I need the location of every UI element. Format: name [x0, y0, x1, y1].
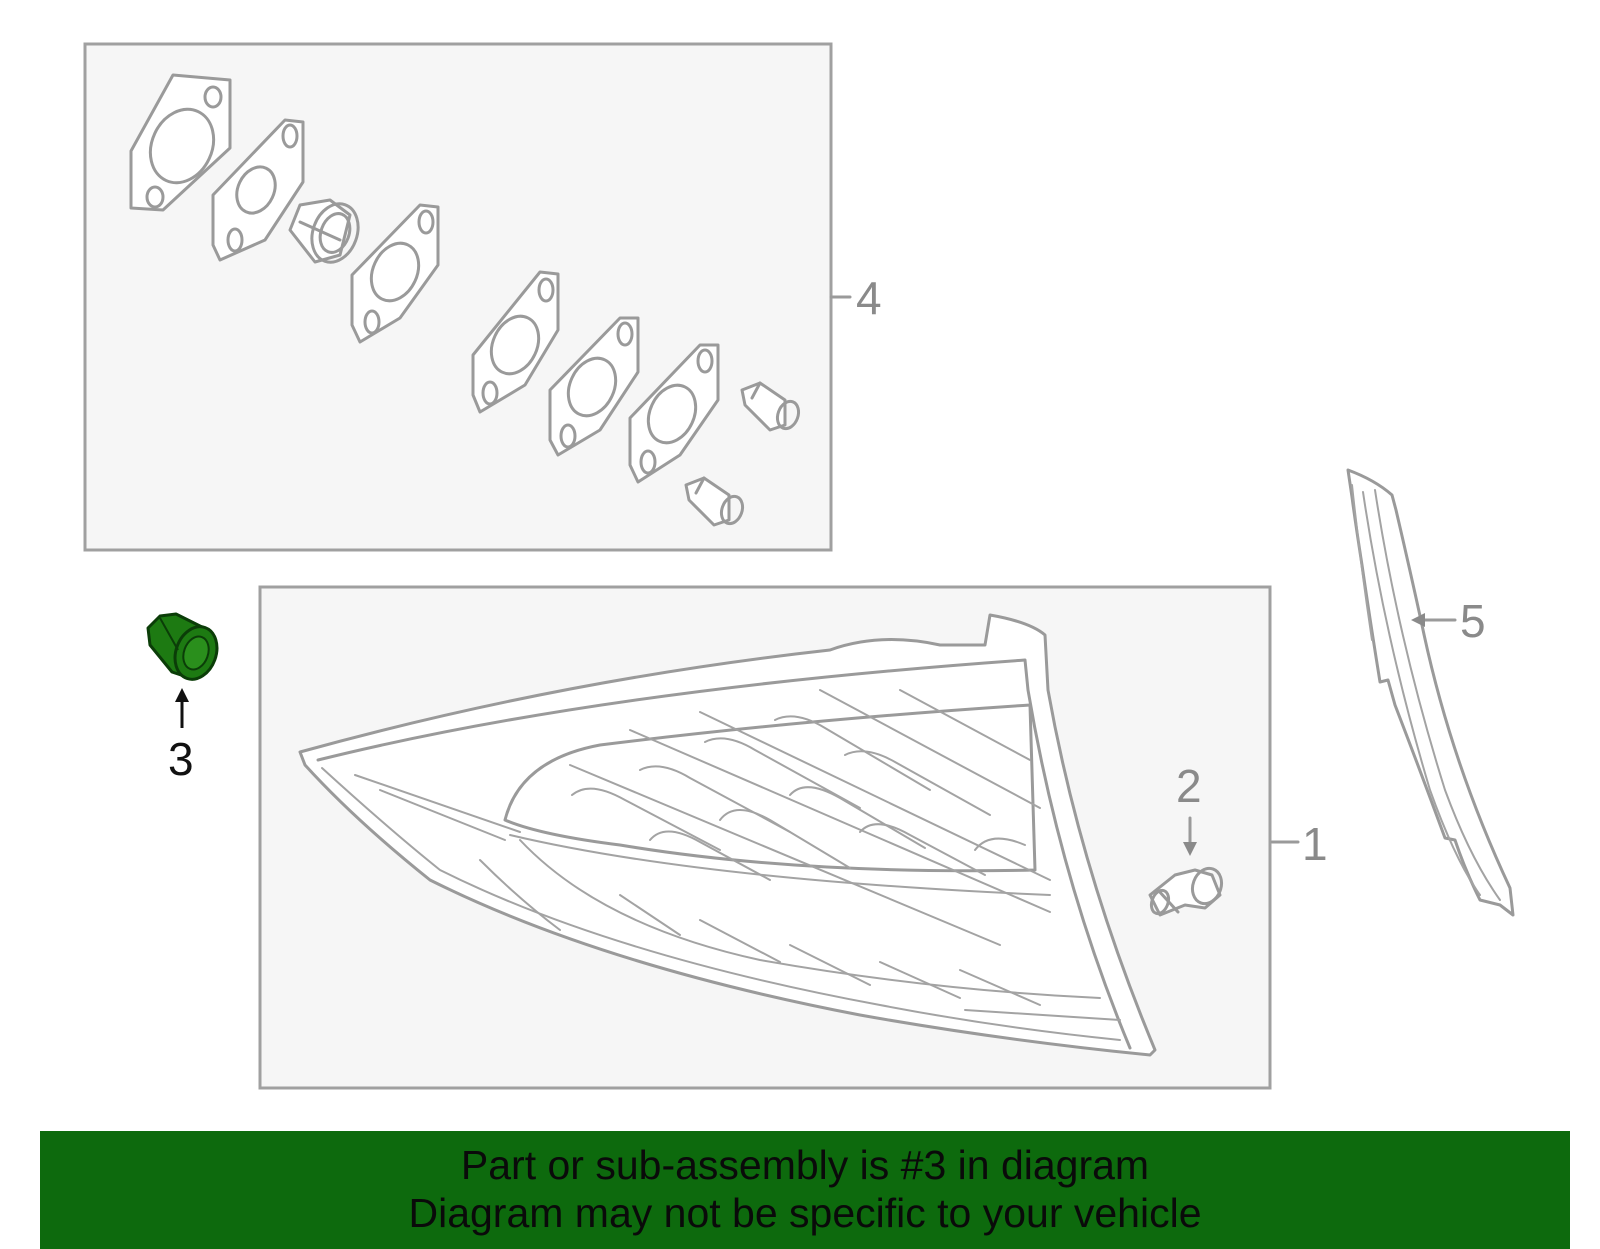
gasket-icon: [129, 73, 232, 212]
tail-lamp-box-1: 2 1: [258, 585, 1328, 1090]
banner-line-2: Diagram may not be specific to your vehi…: [408, 1190, 1202, 1236]
gasket-icon: [211, 118, 305, 262]
callout-5: 5: [1460, 595, 1486, 647]
subassembly-box-4: 4: [83, 42, 882, 552]
callout-2: 2: [1176, 760, 1202, 812]
gasket-icon: [548, 316, 640, 457]
bulb-icon: [684, 476, 745, 527]
callout-2-leader: [1183, 816, 1197, 856]
callout-4: 4: [856, 272, 882, 324]
tail-lamp-icon: [298, 613, 1157, 1057]
banner-line-1: Part or sub-assembly is #3 in diagram: [460, 1142, 1150, 1188]
bulb-socket-icon: [288, 198, 360, 264]
callout-3: 3: [168, 733, 194, 785]
screw-part-2-icon: [1148, 866, 1224, 917]
grommet-part-3-icon[interactable]: [146, 612, 224, 685]
callout-5-leader: [1411, 613, 1457, 627]
gasket-icon: [350, 203, 440, 344]
gasket-icon: [471, 270, 560, 414]
gasket-icon: [628, 343, 720, 484]
callout-1: 1: [1302, 818, 1328, 870]
bulb-icon: [740, 381, 801, 432]
info-banner: Part or sub-assembly is #3 in diagram Di…: [40, 1131, 1570, 1249]
trim-strip-5-icon: [1346, 468, 1515, 917]
callout-3-leader: [175, 688, 189, 728]
